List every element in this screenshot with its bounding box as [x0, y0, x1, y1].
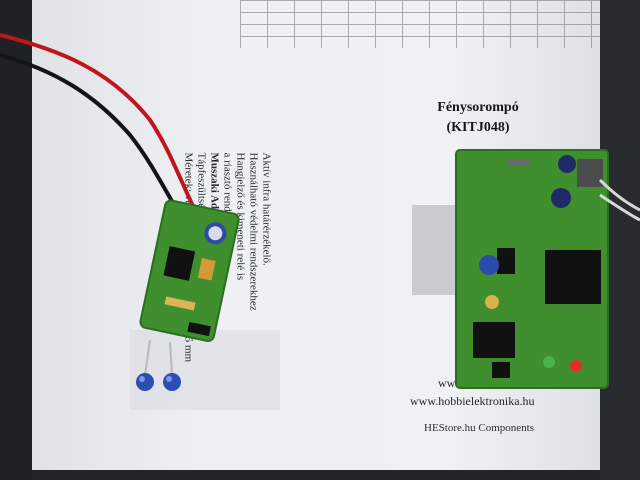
- black-wire: [0, 53, 182, 217]
- resistor-strip: [508, 160, 530, 166]
- white-wire: [598, 178, 640, 212]
- ir-led: [136, 373, 154, 391]
- ir-receiver: [492, 362, 510, 378]
- red-led: [570, 360, 582, 372]
- doc-url: www.hobbielektronika.hu: [410, 394, 535, 408]
- red-wire: [0, 33, 197, 211]
- resistor-row: [164, 296, 196, 311]
- ic-chip-small: [497, 248, 515, 274]
- ir-leds: [136, 339, 181, 391]
- ir-led: [163, 373, 181, 391]
- receiver-pcb: [455, 149, 609, 389]
- jumper: [187, 321, 211, 337]
- white-wire: [599, 193, 640, 222]
- resistor: [197, 258, 216, 281]
- doc-title: Fénysorompó: [437, 100, 519, 115]
- transmitter-pcb: [139, 199, 240, 342]
- capacitor: [558, 155, 576, 173]
- ic-chip-large: [473, 322, 515, 358]
- ic-chip: [163, 246, 196, 281]
- capacitor: [551, 188, 571, 208]
- green-led: [543, 356, 555, 368]
- printed-table-grid: [240, 0, 630, 48]
- capacitor: [479, 255, 499, 275]
- trimmer-pot: [485, 295, 499, 309]
- faded-print-area: [130, 330, 280, 410]
- doc-code: (KITJ048): [446, 120, 510, 135]
- printed-photo-thumbnail: [412, 205, 460, 295]
- doc-footer: HEStore.hu Components: [424, 422, 534, 434]
- relay: [545, 250, 601, 304]
- voltage-regulator: [577, 159, 603, 187]
- dark-edge-left: [0, 0, 32, 480]
